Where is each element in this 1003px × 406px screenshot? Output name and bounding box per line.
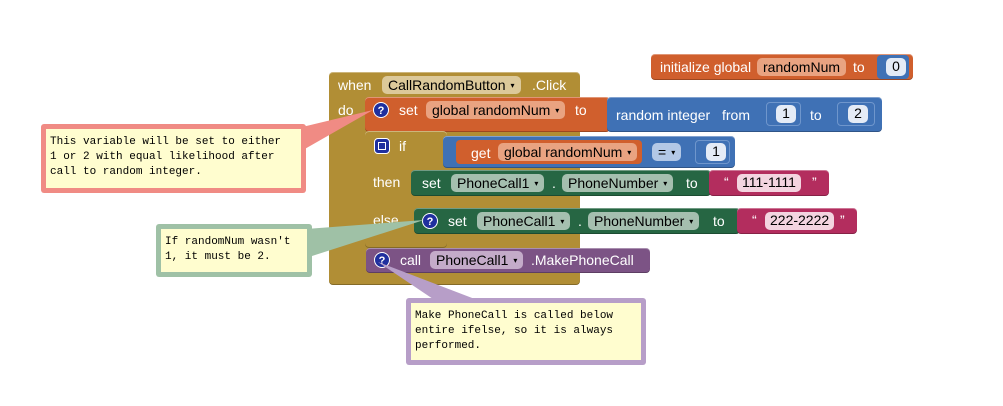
init-value-slot[interactable]: 0 <box>877 55 909 79</box>
close-quote: ” <box>812 174 817 190</box>
set-label: set <box>448 213 467 229</box>
dot-label: . <box>578 213 582 229</box>
set-variable-comment[interactable]: This variable will be set to either 1 or… <box>41 124 306 193</box>
string-value[interactable]: 111-1111 <box>737 174 801 192</box>
call-label: call <box>400 252 422 268</box>
dropdown-arrow-icon: ▾ <box>555 106 560 115</box>
dropdown-arrow-icon: ▾ <box>560 217 565 226</box>
compare-block[interactable]: get global randomNum▾ =▾ 1 <box>443 136 735 168</box>
dot-label: . <box>552 175 556 191</box>
text-string-block[interactable]: “ 222-2222 ” <box>737 208 857 234</box>
from-slot[interactable]: 1 <box>766 102 801 126</box>
component-name: PhoneCall1 <box>483 213 556 229</box>
property-name: PhoneNumber <box>594 213 685 229</box>
dropdown-arrow-icon: ▾ <box>671 148 676 157</box>
set-comment-pointer <box>298 110 373 150</box>
variable-name-text: randomNum <box>763 59 841 75</box>
when-label: when <box>338 77 372 93</box>
else-set-property-block[interactable]: ? set PhoneCall1 ▾ . PhoneNumber ▾ to <box>414 208 740 234</box>
component-dropdown[interactable]: PhoneCall1 ▾ <box>430 251 524 269</box>
then-set-property-block[interactable]: set PhoneCall1 ▾ . PhoneNumber ▾ to <box>411 170 711 196</box>
comment-text[interactable]: Make PhoneCall is called below entire if… <box>411 303 641 360</box>
variable-name-field[interactable]: randomNum <box>757 58 847 76</box>
component-name: PhoneCall1 <box>436 252 509 268</box>
if-label: if <box>399 138 406 154</box>
call-method-block[interactable]: ? call PhoneCall1 ▾ .MakePhoneCall <box>366 248 650 273</box>
operator-dropdown[interactable]: =▾ <box>652 143 682 161</box>
initialize-global-block[interactable]: initialize global randomNum to 0 <box>651 54 913 80</box>
operator-text: = <box>658 144 667 160</box>
random-integer-block[interactable]: random integer from 1 to 2 <box>607 97 882 132</box>
dropdown-arrow-icon: ▾ <box>513 256 518 265</box>
get-label: get <box>471 145 491 161</box>
initialize-global-label: initialize global <box>660 59 752 75</box>
dropdown-arrow-icon: ▾ <box>534 179 539 188</box>
comment-text[interactable]: This variable will be set to either 1 or… <box>46 129 301 188</box>
else-comment[interactable]: If randomNum wasn't 1, it must be 2. <box>156 224 312 277</box>
close-quote: ” <box>840 212 845 228</box>
dropdown-arrow-icon: ▾ <box>510 81 515 90</box>
to-label: to <box>575 102 587 118</box>
help-icon[interactable]: ? <box>373 102 389 118</box>
property-dropdown[interactable]: PhoneNumber ▾ <box>588 212 700 230</box>
dropdown-arrow-icon: ▾ <box>627 148 632 157</box>
text-string-block[interactable]: “ 111-1111 ” <box>709 170 829 196</box>
to-label: to <box>810 107 822 123</box>
dropdown-arrow-icon: ▾ <box>663 179 668 188</box>
to-label: to <box>686 175 698 191</box>
mutator-gear-icon[interactable] <box>374 138 390 154</box>
help-icon[interactable]: ? <box>422 213 438 229</box>
to-label: to <box>713 213 725 229</box>
from-number[interactable]: 1 <box>776 105 796 123</box>
then-label: then <box>373 174 401 190</box>
property-dropdown[interactable]: PhoneNumber ▾ <box>562 174 674 192</box>
variable-name: global randomNum <box>504 144 623 160</box>
component-dropdown[interactable]: PhoneCall1 ▾ <box>477 212 571 230</box>
do-label: do <box>338 102 354 118</box>
set-variable-block[interactable]: ? set global randomNum ▾ to <box>365 97 610 132</box>
event-name-label: .Click <box>532 77 567 93</box>
compare-number[interactable]: 1 <box>706 143 726 161</box>
open-quote: “ <box>724 174 729 190</box>
else-comment-pointer <box>306 220 424 256</box>
dropdown-arrow-icon: ▾ <box>689 217 694 226</box>
call-comment[interactable]: Make PhoneCall is called below entire if… <box>406 298 646 365</box>
random-integer-label: random integer <box>616 107 711 123</box>
open-quote: “ <box>752 212 757 228</box>
from-label: from <box>722 107 750 123</box>
call-comment-pointer <box>378 262 480 301</box>
to-label: to <box>853 59 865 75</box>
component-name: PhoneCall1 <box>457 175 530 191</box>
set-label: set <box>399 102 418 118</box>
compare-value-slot[interactable]: 1 <box>695 140 730 164</box>
variable-dropdown[interactable]: global randomNum ▾ <box>498 143 638 161</box>
component-dropdown[interactable]: PhoneCall1 ▾ <box>451 174 545 192</box>
comment-text[interactable]: If randomNum wasn't 1, it must be 2. <box>161 229 307 272</box>
set-label: set <box>422 175 441 191</box>
component-name: CallRandomButton <box>388 77 506 93</box>
string-value[interactable]: 222-2222 <box>765 212 835 230</box>
help-icon[interactable]: ? <box>374 252 390 268</box>
get-variable-block[interactable]: get global randomNum ▾ <box>456 140 642 164</box>
variable-name: global randomNum <box>432 102 551 118</box>
number-field[interactable]: 0 <box>886 58 906 76</box>
to-number[interactable]: 2 <box>848 105 868 123</box>
variable-dropdown[interactable]: global randomNum ▾ <box>426 101 566 119</box>
method-name-label: .MakePhoneCall <box>531 252 634 268</box>
component-dropdown[interactable]: CallRandomButton ▾ <box>382 76 521 94</box>
to-slot[interactable]: 2 <box>837 102 875 126</box>
property-name: PhoneNumber <box>568 175 659 191</box>
